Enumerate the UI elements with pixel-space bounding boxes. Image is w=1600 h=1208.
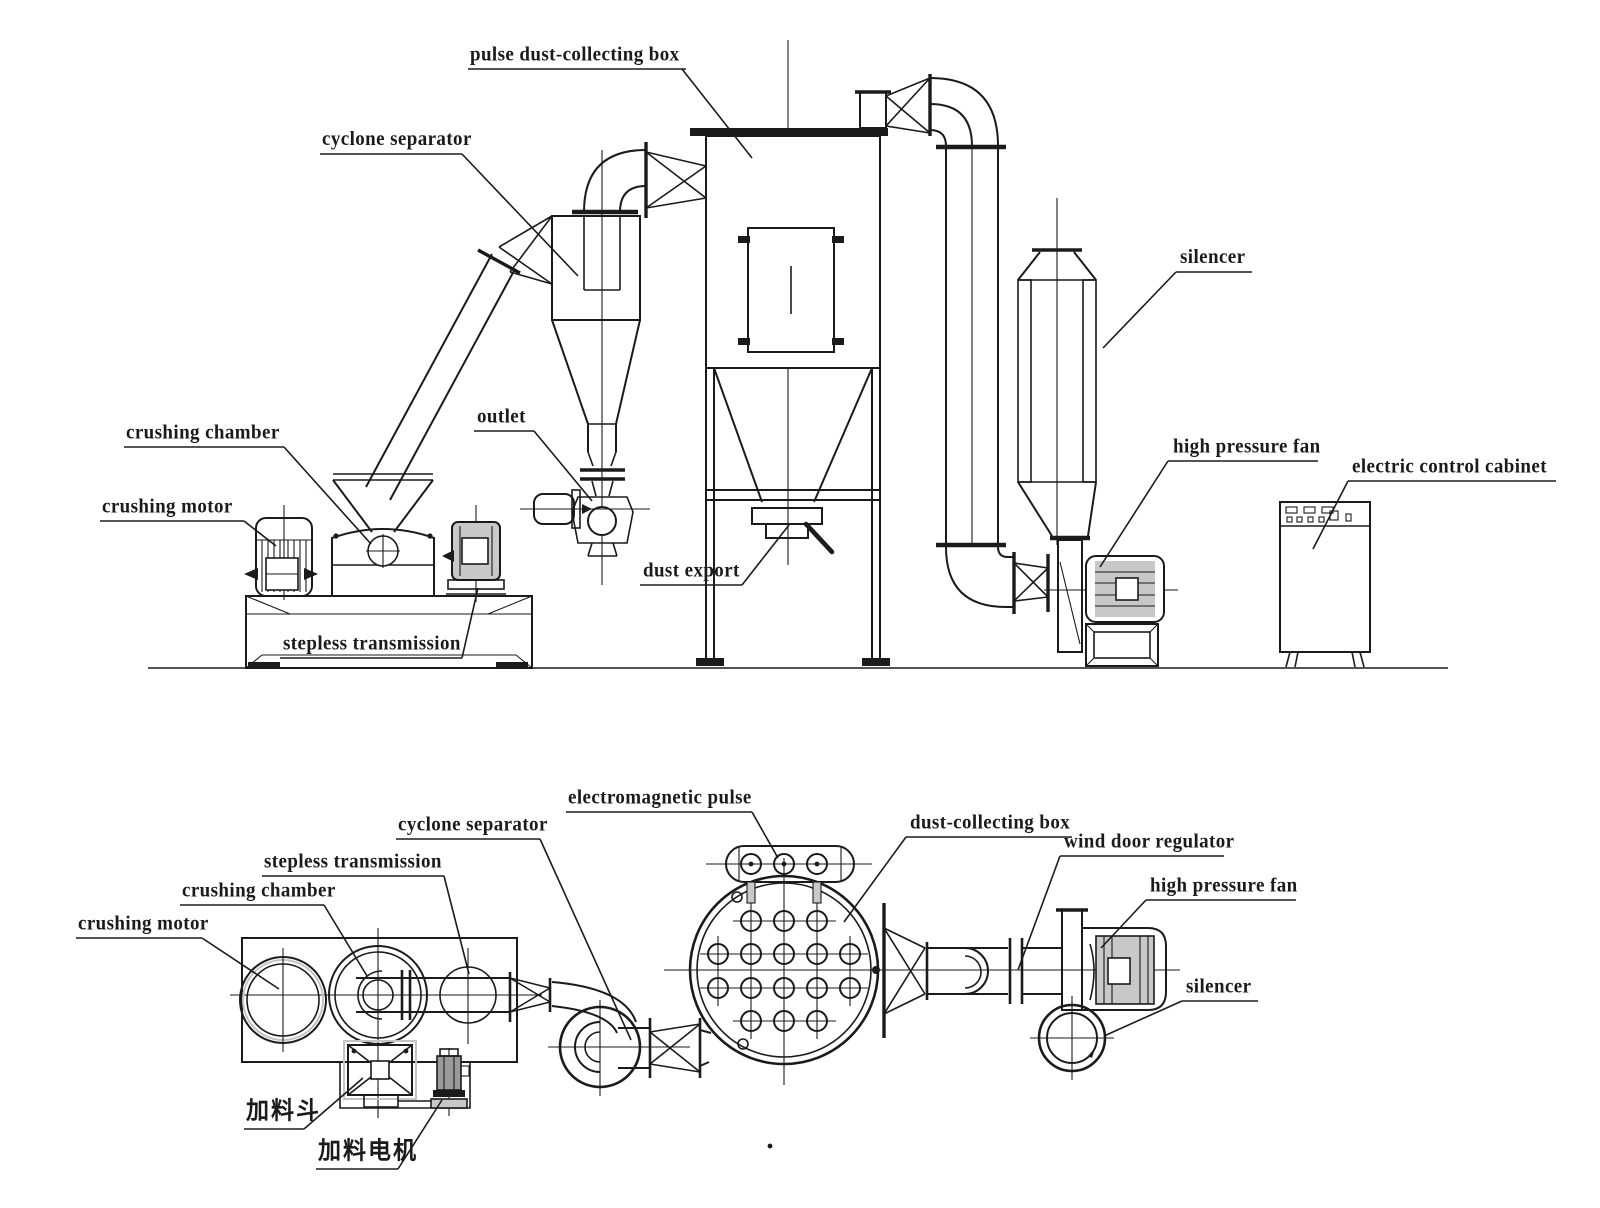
label-stepless-transmission-plan: stepless transmission: [264, 850, 442, 873]
label-silencer-front: silencer: [1180, 246, 1246, 269]
label-crushing-motor-front: crushing motor: [102, 495, 233, 518]
label-crushing-chamber-plan: crushing chamber: [182, 879, 336, 902]
feeding-hopper-plan: [339, 1040, 471, 1109]
crushing-motor-plan: [239, 948, 327, 1052]
stepless-transmission-front: [442, 505, 506, 602]
label-silencer-plan: silencer: [1186, 975, 1252, 998]
label-crushing-motor-plan: crushing motor: [78, 912, 209, 935]
silencer-front: [1017, 198, 1097, 545]
silencer-plan: [1030, 996, 1114, 1080]
cyclone-separator-plan: [548, 1000, 712, 1096]
feeding-motor-plan: [430, 1048, 470, 1116]
label-stepless-transmission-front: stepless transmission: [283, 632, 461, 655]
box-legs-hopper: [696, 367, 890, 666]
label-pulse-dust-collecting-box: pulse dust-collecting box: [470, 43, 680, 66]
box-to-fan-duct: [929, 77, 1050, 614]
label-feeding-motor: 加料电机: [318, 1137, 418, 1164]
label-high-pressure-fan-plan: high pressure fan: [1150, 874, 1298, 897]
riser-duct: [365, 215, 553, 501]
label-dust-export: dust export: [643, 559, 740, 582]
pulse-dust-collecting-box: [690, 40, 932, 369]
front-view: [100, 40, 1556, 669]
cyclone-separator-front: [520, 150, 650, 585]
box-outlet-pipe-plan: [882, 903, 1180, 1038]
label-high-pressure-fan-front: high pressure fan: [1173, 435, 1321, 458]
front-leader-lines: [100, 68, 1556, 659]
stepless-transmission-plan: [439, 948, 497, 1044]
crushing-motor-front: [244, 505, 318, 600]
label-cyclone-separator-plan: cyclone separator: [398, 813, 548, 836]
label-electric-control-cabinet: electric control cabinet: [1352, 455, 1547, 478]
dust-collecting-box-plan: [664, 858, 902, 1149]
plan-view: [76, 811, 1296, 1170]
label-electromagnetic-pulse: electromagnetic pulse: [568, 786, 752, 809]
label-wind-door-regulator: wind door regulator: [1064, 830, 1235, 853]
high-pressure-fan-front: [1044, 539, 1178, 667]
feed-funnel: [332, 473, 434, 533]
label-outlet: outlet: [477, 405, 526, 428]
label-feeding-hopper: 加料斗: [246, 1097, 321, 1124]
label-dust-collecting-box-plan: dust-collecting box: [910, 811, 1071, 834]
cyclone-exit-duct: [583, 142, 707, 218]
plan-leader-lines: [76, 811, 1296, 1170]
label-crushing-chamber-front: crushing chamber: [126, 421, 280, 444]
electromagnetic-pulse-capsule: [706, 845, 872, 904]
crushing-chamber-front: [331, 528, 435, 597]
mill-shaft-plan: [356, 970, 637, 1034]
label-cyclone-separator-front: cyclone separator: [322, 128, 472, 151]
high-pressure-fan-plan: [1056, 908, 1167, 1011]
